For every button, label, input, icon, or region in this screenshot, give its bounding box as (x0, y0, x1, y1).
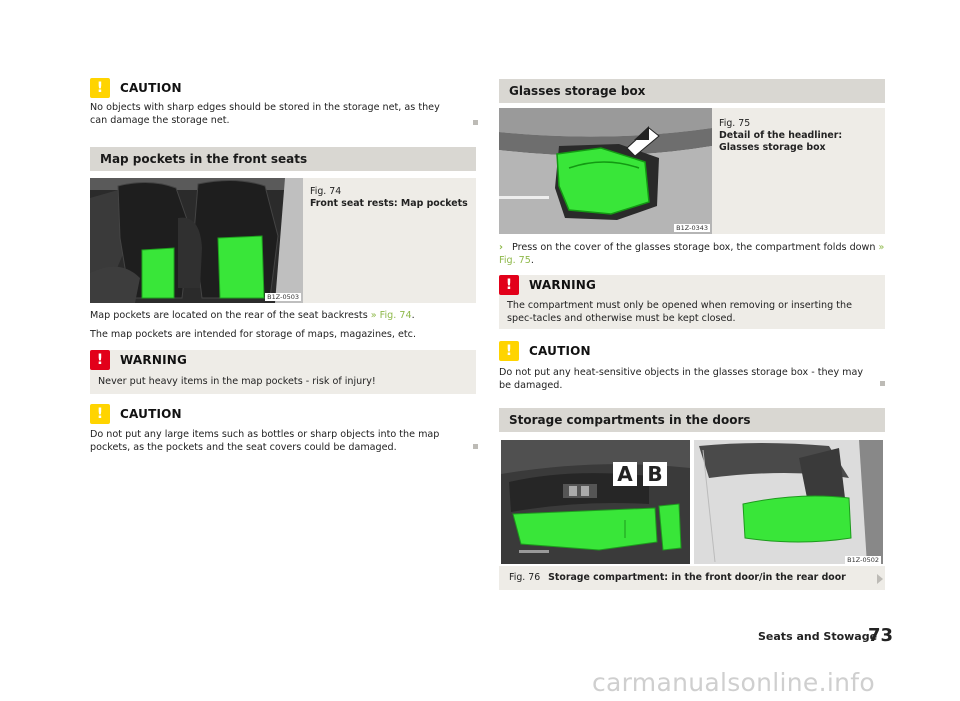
section-heading-map-pockets: Map pockets in the front seats (90, 147, 476, 171)
caution-title: CAUTION (120, 81, 182, 95)
caution-text: Do not put any large items such as bottl… (90, 429, 440, 453)
section-end-mark (473, 444, 478, 449)
figure-number: Fig. 74 (310, 186, 342, 197)
door-compartments-photo: A B (499, 438, 885, 566)
step-suffix: . (530, 255, 534, 266)
paragraph-text: Map pockets are located on the rear of t… (90, 310, 368, 321)
section-end-mark (473, 120, 478, 125)
step-bullet: › (499, 242, 503, 253)
paragraph-suffix: . (411, 310, 415, 321)
image-code: B1Z-0343 (674, 224, 710, 232)
label-b: B (647, 462, 662, 486)
figure-74-caption: Fig. 74 Front seat rests: Map pockets (310, 186, 470, 210)
footer-section-title: Seats and Stowage (758, 630, 878, 643)
figure-75: B1Z-0343 Fig. 75 Detail of the headliner… (499, 108, 885, 234)
section-end-mark (880, 381, 885, 386)
image-code: B1Z-0503 (265, 293, 301, 301)
caution-notice-glasses-box: ! CAUTION Do not put any heat-sensitive … (499, 341, 885, 392)
warning-title: WARNING (120, 353, 188, 367)
figure-number: Fig. 76 (509, 572, 541, 583)
caution-notice-map-pockets: ! CAUTION Do not put any large items suc… (90, 404, 476, 454)
section-heading-glasses-box: Glasses storage box (499, 79, 885, 103)
step-text: Press on the cover of the glasses storag… (512, 242, 876, 253)
figure-75-caption: Fig. 75 Detail of the headliner: Glasses… (719, 118, 879, 154)
figure-link-74[interactable]: » Fig. 74 (370, 310, 412, 321)
warning-icon: ! (499, 275, 519, 295)
section-heading-door-compartments: Storage compartments in the doors (499, 408, 885, 432)
warning-text: The compartment must only be opened when… (507, 300, 853, 324)
continued-arrow-icon (877, 574, 883, 584)
map-pockets-photo (90, 178, 303, 303)
caution-title: CAUTION (120, 407, 182, 421)
paragraph-map-pockets-location: Map pockets are located on the rear of t… (90, 309, 476, 322)
warning-text: Never put heavy items in the map pockets… (98, 376, 376, 387)
caution-title: CAUTION (529, 344, 591, 358)
page-number: 73 (868, 625, 894, 646)
warning-notice-map-pockets: ! WARNING Never put heavy items in the m… (90, 350, 476, 394)
warning-title: WARNING (529, 278, 597, 292)
figure-74: B1Z-0503 Fig. 74 Front seat rests: Map p… (90, 178, 476, 303)
image-code: B1Z-0502 (845, 556, 881, 564)
caution-notice-storage-net: ! CAUTION No objects with sharp edges sh… (90, 78, 480, 127)
warning-notice-glasses-box: ! WARNING The compartment must only be o… (499, 275, 885, 329)
figure-title: Front seat rests: Map pockets (310, 198, 468, 209)
watermark: carmanualsonline.info (592, 668, 875, 697)
caution-text: No objects with sharp edges should be st… (90, 102, 440, 126)
figure-number: Fig. 75 (719, 118, 751, 129)
caution-text: Do not put any heat-sensitive objects in… (499, 367, 864, 391)
figure-link-75[interactable]: » Fig. 75 (499, 242, 885, 266)
paragraph-map-pockets-purpose: The map pockets are intended for storage… (90, 329, 417, 340)
left-column: ! CAUTION No objects with sharp edges sh… (90, 78, 480, 127)
figure-title: Storage compartment: in the front door/i… (548, 572, 846, 583)
figure-76-caption: Fig. 76 Storage compartment: in the fron… (509, 572, 869, 584)
glasses-box-photo (499, 108, 712, 234)
figure-76: A B B1Z-0502 Fig. 76 Storage compartment… (499, 438, 885, 590)
instruction-step: › Press on the cover of the glasses stor… (499, 241, 885, 267)
label-a: A (617, 462, 633, 486)
caution-icon: ! (90, 78, 110, 98)
warning-icon: ! (90, 350, 110, 370)
caution-icon: ! (90, 404, 110, 424)
figure-title: Detail of the headliner: Glasses storage… (719, 130, 843, 153)
caution-icon: ! (499, 341, 519, 361)
